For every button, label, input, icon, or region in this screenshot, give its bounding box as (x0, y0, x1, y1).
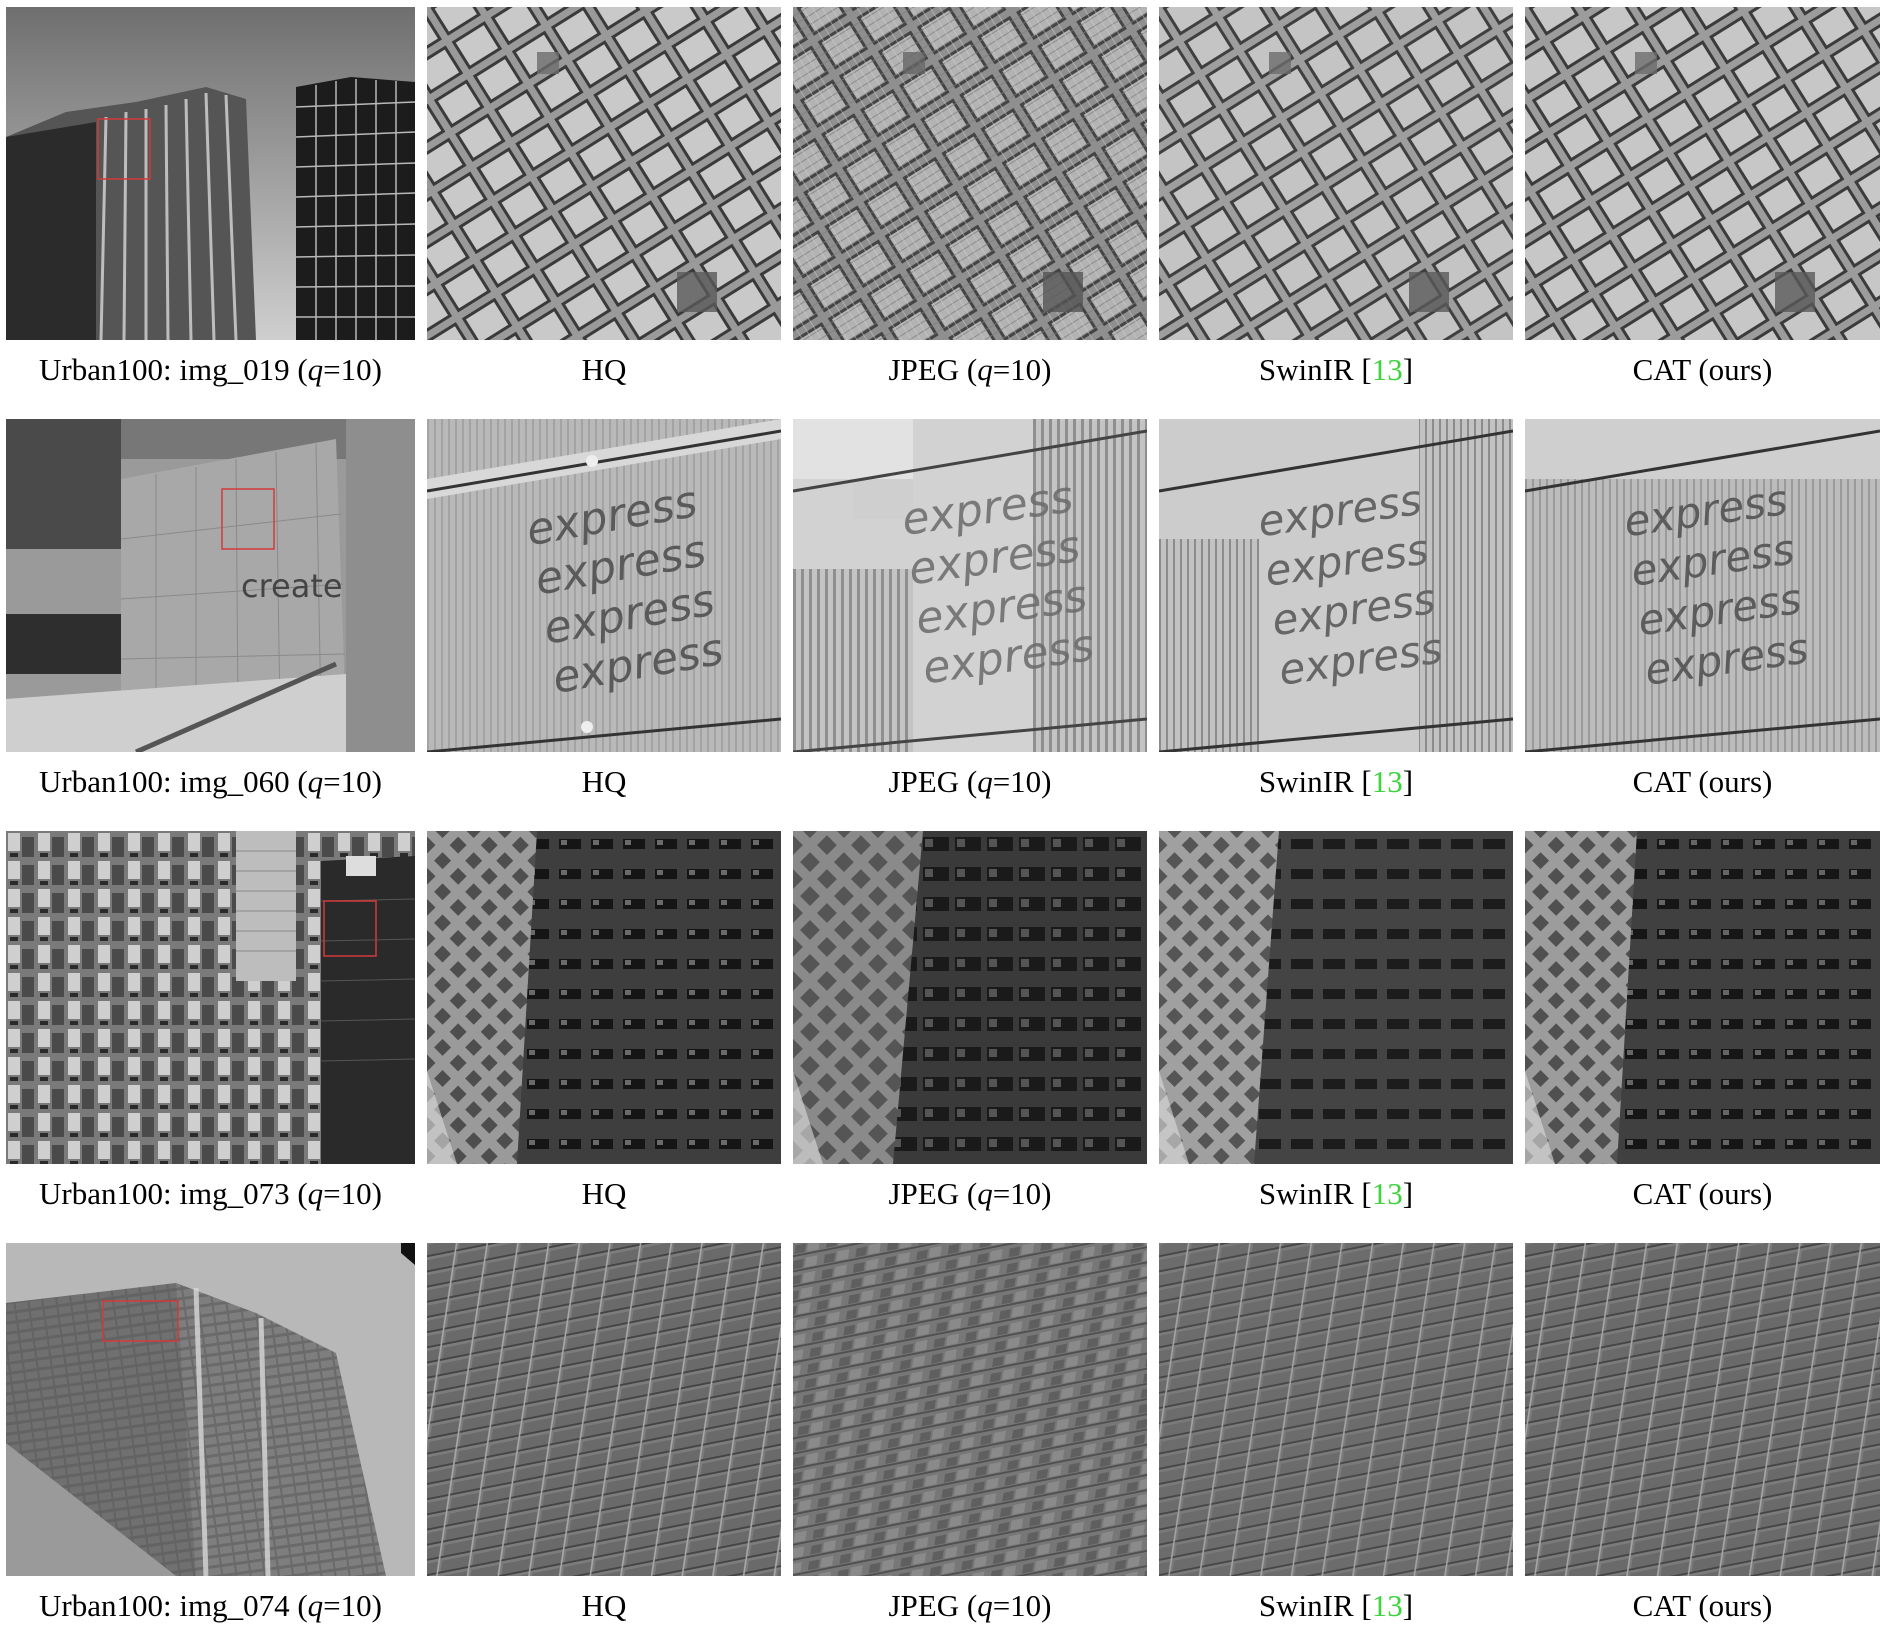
overview-image (6, 831, 415, 1164)
jpeg-crop (793, 831, 1147, 1164)
caption-jpeg: JPEG (q=10) (888, 1176, 1052, 1211)
overview-img-073 (6, 831, 415, 1164)
figure-row-img-019: Urban100: img_019 (q=10) HQ JPEG (q=10) … (0, 0, 1888, 412)
caption-cat: CAT (ours) (1632, 352, 1773, 387)
citation-link[interactable]: 13 (1371, 764, 1403, 799)
overview-sign-text: create (241, 567, 343, 605)
swinir-crop: express express express express (1159, 419, 1513, 752)
caption-overview: Urban100: img_073 (q=10) (39, 1176, 382, 1211)
figure-row-img-073: Urban100: img_073 (q=10) HQ JPEG (q=10) … (0, 824, 1888, 1236)
caption-hq: HQ (581, 764, 627, 799)
overview-image (6, 1243, 415, 1576)
caption-overview: Urban100: img_074 (q=10) (39, 1588, 382, 1623)
jpeg-crop: express express express express (793, 419, 1147, 752)
cat-crop (1525, 831, 1880, 1164)
swinir-crop (1159, 831, 1513, 1164)
figure-row-img-074: Urban100: img_074 (q=10) HQ JPEG (q=10) … (0, 1236, 1888, 1648)
figure-row-img-060: create express express express (0, 412, 1888, 824)
overview-img-074 (6, 1243, 415, 1576)
caption-cat: CAT (ours) (1632, 1176, 1773, 1211)
caption-overview: Urban100: img_019 (q=10) (39, 352, 382, 387)
overview-image: create (6, 419, 415, 752)
roi-box (97, 118, 151, 180)
hq-crop (427, 831, 781, 1164)
caption-swinir: SwinIR [13] (1258, 1588, 1414, 1623)
overview-img-060: create (6, 419, 415, 752)
citation-link[interactable]: 13 (1371, 1588, 1403, 1623)
roi-box (323, 900, 377, 957)
overview-image (6, 7, 415, 340)
hq-crop (427, 1243, 781, 1576)
jpeg-crop (793, 7, 1147, 340)
caption-swinir: SwinIR [13] (1258, 1176, 1414, 1211)
caption-swinir: SwinIR [13] (1258, 352, 1414, 387)
citation-link[interactable]: 13 (1371, 352, 1403, 387)
cat-crop (1525, 1243, 1880, 1576)
swinir-crop (1159, 7, 1513, 340)
jpeg-crop (793, 1243, 1147, 1576)
hq-crop: express express express express (427, 419, 781, 752)
caption-cat: CAT (ours) (1632, 1588, 1773, 1623)
caption-swinir: SwinIR [13] (1258, 764, 1414, 799)
roi-box (102, 1300, 179, 1342)
caption-jpeg: JPEG (q=10) (888, 1588, 1052, 1623)
caption-overview: Urban100: img_060 (q=10) (39, 764, 382, 799)
caption-hq: HQ (581, 1588, 627, 1623)
hq-crop (427, 7, 781, 340)
caption-cat: CAT (ours) (1632, 764, 1773, 799)
caption-jpeg: JPEG (q=10) (888, 352, 1052, 387)
caption-jpeg: JPEG (q=10) (888, 764, 1052, 799)
roi-box (221, 488, 275, 550)
cat-crop: express express express express (1525, 419, 1880, 752)
citation-link[interactable]: 13 (1371, 1176, 1403, 1211)
caption-hq: HQ (581, 352, 627, 387)
overview-img-019 (6, 7, 415, 340)
caption-hq: HQ (581, 1176, 627, 1211)
cat-crop (1525, 7, 1880, 340)
swinir-crop (1159, 1243, 1513, 1576)
